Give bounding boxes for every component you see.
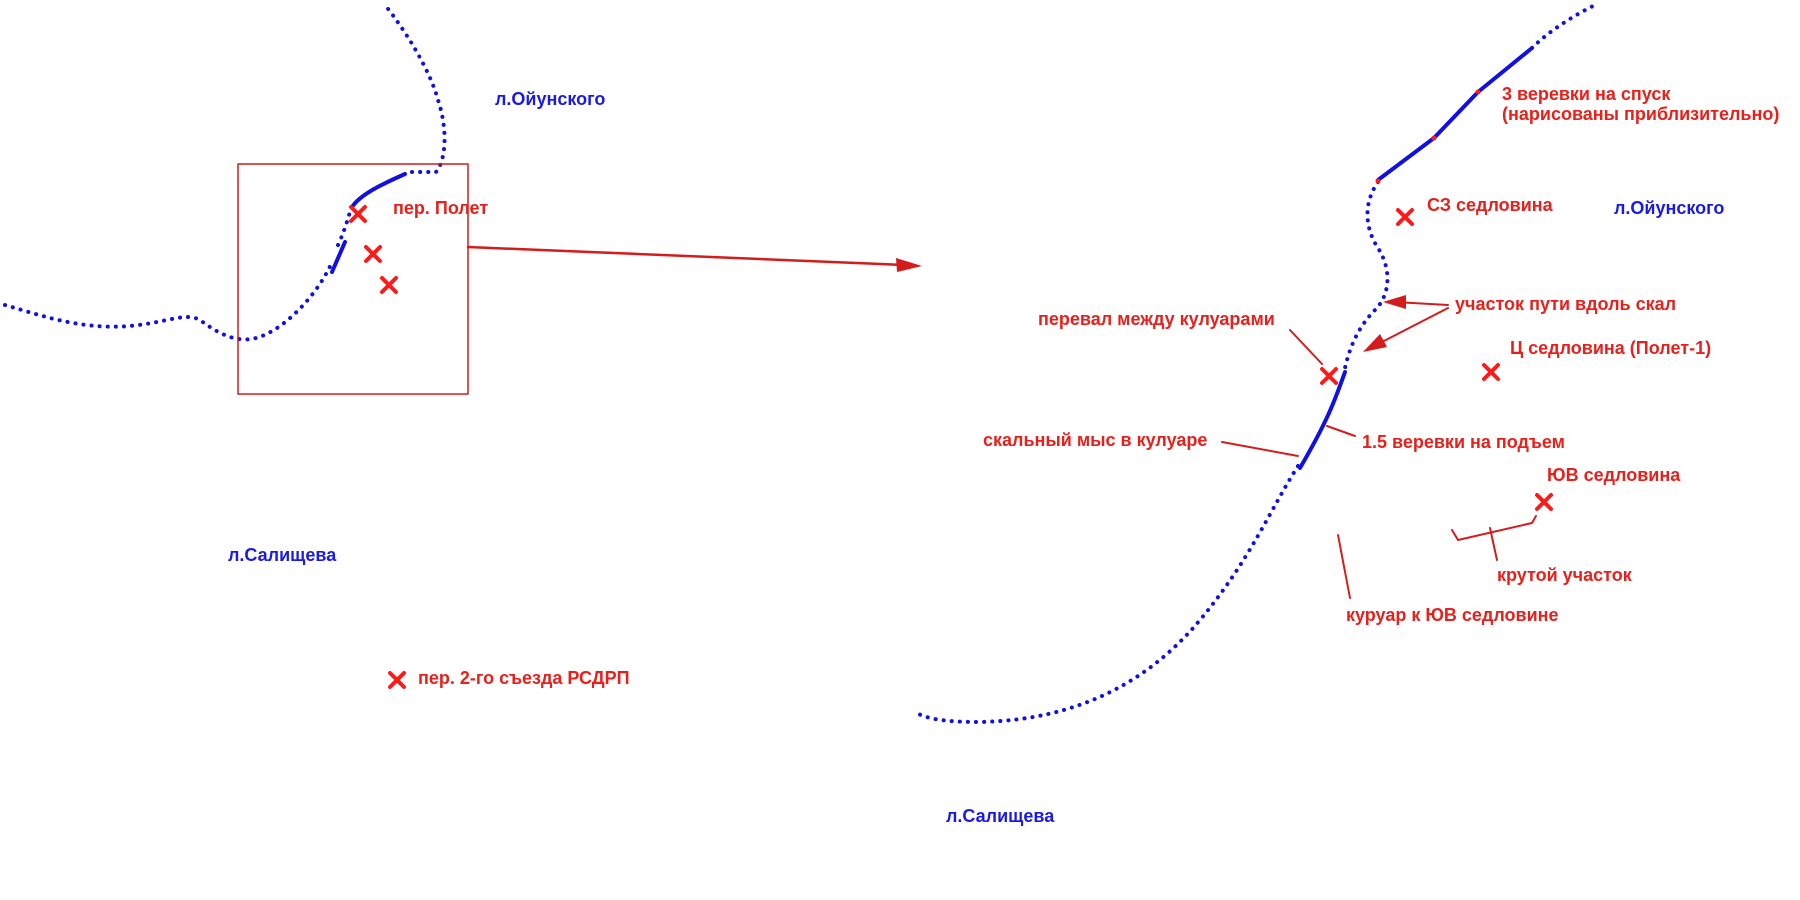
leader-rock-traverse-b	[1377, 307, 1449, 345]
detail-route-ascent-ropes	[1298, 370, 1347, 470]
rope-anchor-dot	[1431, 135, 1437, 141]
detail-pass-between-couloirs-label: перевал между кулуарами	[1038, 309, 1275, 329]
leader-ropes-ascent	[1326, 425, 1356, 437]
leader-pass-between-couloirs	[1289, 329, 1323, 365]
overview-glacier-bottom-label: л.Салищева	[228, 545, 337, 565]
cross-marker-icon	[1482, 363, 1500, 381]
rope-anchor-dot	[1375, 178, 1381, 184]
overview-route-solid-descent	[350, 172, 407, 209]
detail-route-dotted-top	[1530, 3, 1597, 50]
detail-ropes-ascent-label: 1.5 веревки на подъем	[1362, 432, 1565, 452]
overview-route-dotted-west	[3, 260, 334, 342]
ropes-descent-line2: (нарисованы приблизительно)	[1502, 104, 1780, 124]
detail-rock-traverse-label: участок пути вдоль скал	[1455, 294, 1677, 314]
overview-pass-polet-label: пер. Полет	[393, 198, 489, 218]
cross-marker-icon	[349, 205, 367, 223]
leader-couloir-se	[1337, 534, 1351, 599]
cross-marker-icon	[388, 671, 406, 689]
cross-marker-icon	[380, 276, 398, 294]
zoom-frame	[237, 163, 469, 395]
cross-marker-icon	[1535, 493, 1553, 511]
cross-marker-icon	[1320, 367, 1338, 385]
detail-route-dotted-bottom	[913, 464, 1300, 724]
overview-route-solid-ascent	[330, 240, 347, 274]
arrow-pointer-icon	[1383, 295, 1406, 309]
steep-section-bracket	[1451, 515, 1537, 541]
detail-glacier-bottom-label: л.Салищева	[946, 806, 1055, 826]
detail-central-saddle-label: Ц седловина (Полет-1)	[1510, 338, 1712, 358]
detail-rock-cape-label: скальный мыс в кулуаре	[983, 430, 1208, 450]
rope-anchor-dot	[1475, 89, 1481, 95]
arrow-pointer-icon	[1363, 334, 1387, 352]
ropes-descent-line1: 3 веревки на спуск	[1502, 84, 1671, 104]
detail-route-descent-ropes	[1376, 46, 1534, 182]
leader-rock-cape	[1221, 441, 1299, 457]
detail-couloir-se-label: куруар к ЮВ седловине	[1346, 605, 1559, 625]
overview-pass-rsdrp-label: пер. 2-го съезда РСДРП	[418, 668, 630, 688]
overview-route-dotted-north	[383, 3, 447, 174]
overview-route-dotted-mid	[336, 210, 352, 247]
detail-ropes-descent-label: 3 веревки на спуск (нарисованы приблизит…	[1502, 84, 1779, 124]
cross-marker-icon	[1396, 208, 1414, 226]
detail-se-saddle-label: ЮВ седловина	[1547, 465, 1681, 485]
detail-route-dotted-mid	[1343, 180, 1390, 370]
zoom-arrow-line	[466, 245, 907, 267]
detail-nw-saddle-label: СЗ седловина	[1427, 195, 1553, 215]
detail-glacier-right-label: л.Ойунского	[1614, 198, 1725, 218]
detail-steep-section-label: крутой участок	[1497, 565, 1632, 585]
overview-glacier-top-label: л.Ойунского	[495, 89, 606, 109]
arrow-pointer-icon	[896, 258, 922, 272]
cross-marker-icon	[364, 245, 382, 263]
